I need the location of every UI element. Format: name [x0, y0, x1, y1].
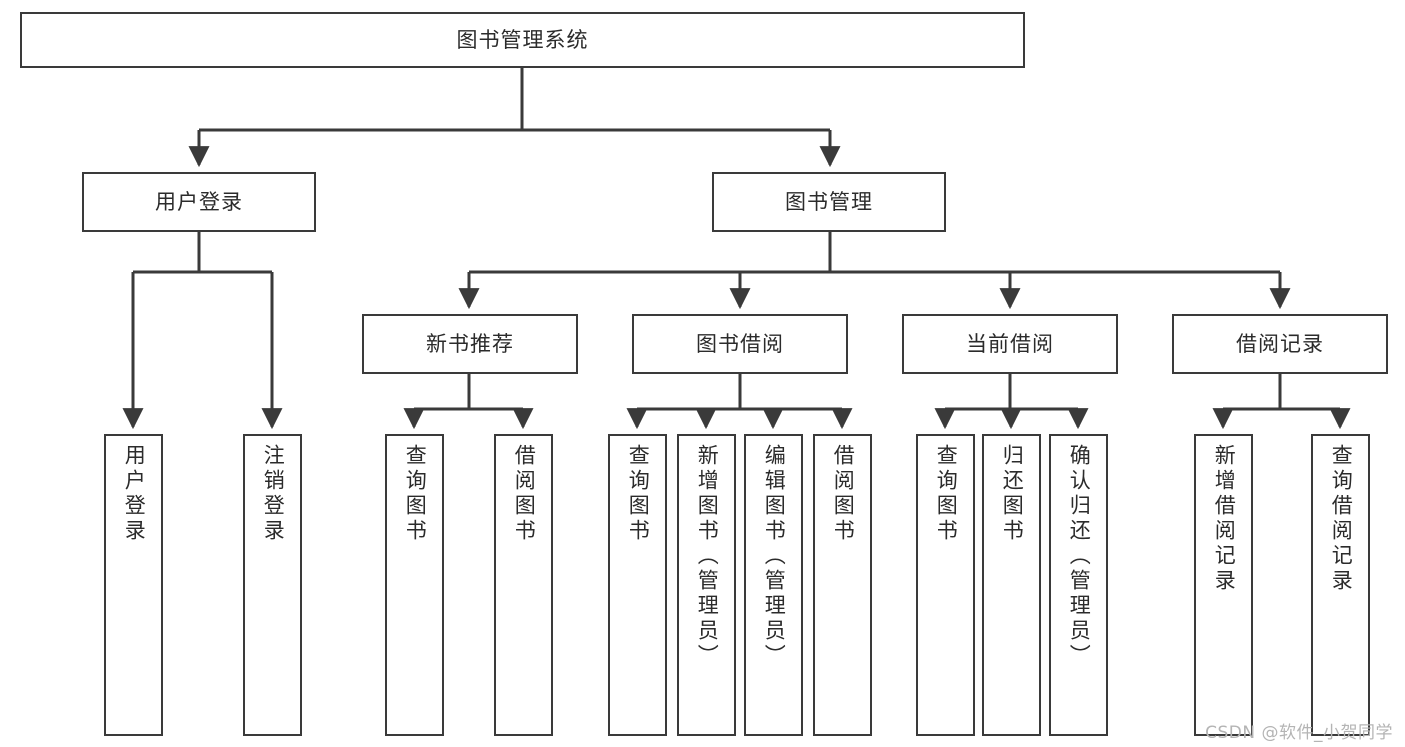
node-label: 注销登录 — [261, 444, 286, 544]
node-label: 确认归还（管理员） — [1067, 444, 1092, 669]
node-label: 查询图书 — [403, 444, 428, 544]
node-label: 借阅记录 — [1236, 331, 1324, 356]
node-label: 借阅图书 — [512, 444, 537, 544]
watermark-text: CSDN @软件_小贺同学 — [1205, 723, 1393, 743]
node-borrow-record[interactable]: 借阅记录 — [1172, 314, 1388, 374]
leaf-current-borrow-query-book[interactable]: 查询图书 — [916, 434, 975, 736]
leaf-current-borrow-return-book[interactable]: 归还图书 — [982, 434, 1041, 736]
node-label: 新书推荐 — [426, 331, 514, 356]
node-label: 图书借阅 — [696, 331, 784, 356]
node-label: 新增图书（管理员） — [695, 444, 720, 669]
node-root-book-management-system[interactable]: 图书管理系统 — [20, 12, 1025, 68]
leaf-borrow-record-add-record[interactable]: 新增借阅记录 — [1194, 434, 1253, 736]
node-label: 查询借阅记录 — [1329, 444, 1354, 594]
leaf-current-borrow-confirm-return-admin[interactable]: 确认归还（管理员） — [1049, 434, 1108, 736]
node-label: 查询图书 — [626, 444, 651, 544]
node-label: 借阅图书 — [831, 444, 856, 544]
node-label: 图书管理系统 — [456, 27, 589, 52]
node-new-book-recommend[interactable]: 新书推荐 — [362, 314, 578, 374]
node-current-borrow[interactable]: 当前借阅 — [902, 314, 1118, 374]
node-label: 用户登录 — [155, 189, 243, 214]
node-label: 新增借阅记录 — [1212, 444, 1237, 594]
leaf-book-borrow-edit-book-admin[interactable]: 编辑图书（管理员） — [744, 434, 803, 736]
node-label: 图书管理 — [785, 189, 873, 214]
leaf-book-borrow-add-book-admin[interactable]: 新增图书（管理员） — [677, 434, 736, 736]
node-label: 编辑图书（管理员） — [762, 444, 787, 669]
leaf-book-borrow-query-book[interactable]: 查询图书 — [608, 434, 667, 736]
leaf-new-book-query-book[interactable]: 查询图书 — [385, 434, 444, 736]
leaf-user-login-logout[interactable]: 注销登录 — [243, 434, 302, 736]
leaf-borrow-record-query-record[interactable]: 查询借阅记录 — [1311, 434, 1370, 736]
node-label: 归还图书 — [1000, 444, 1025, 544]
node-user-login[interactable]: 用户登录 — [82, 172, 316, 232]
node-label: 当前借阅 — [966, 331, 1054, 356]
leaf-book-borrow-borrow-book[interactable]: 借阅图书 — [813, 434, 872, 736]
leaf-user-login-login[interactable]: 用户登录 — [104, 434, 163, 736]
node-label: 用户登录 — [122, 444, 147, 544]
node-book-management[interactable]: 图书管理 — [712, 172, 946, 232]
node-book-borrow[interactable]: 图书借阅 — [632, 314, 848, 374]
leaf-new-book-borrow-book[interactable]: 借阅图书 — [494, 434, 553, 736]
node-label: 查询图书 — [934, 444, 959, 544]
